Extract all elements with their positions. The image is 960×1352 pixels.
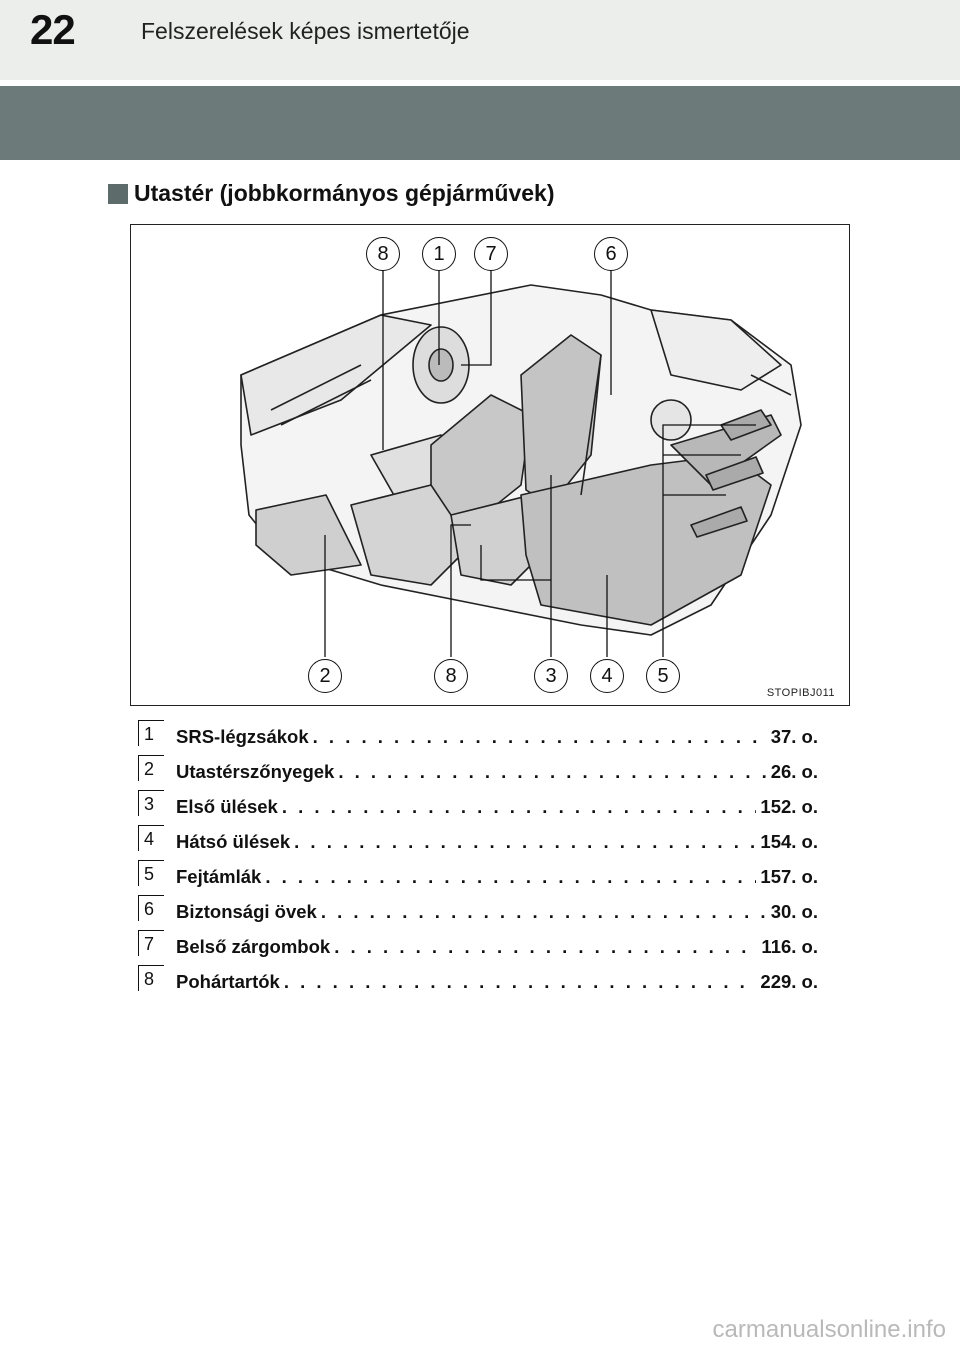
callout-8-bottom: 8 (434, 659, 468, 693)
callout-6: 6 (594, 237, 628, 271)
page-header: 22 Felszerelések képes ismertetője (0, 0, 960, 80)
item-label: Biztonsági övek (176, 901, 317, 922)
item-page-ref: 116. o. (761, 936, 818, 957)
item-label: Első ülések (176, 796, 278, 817)
callout-5: 5 (646, 659, 680, 693)
item-number: 7 (138, 930, 164, 956)
car-interior-drawing (240, 270, 802, 657)
item-page-ref: 229. o. (760, 971, 818, 992)
item-number: 8 (138, 965, 164, 991)
list-item: 4 Hátsó ülések 154. o. (138, 823, 818, 858)
item-page-ref: 26. o. (770, 761, 818, 782)
callout-1: 1 (422, 237, 456, 271)
list-item: 1 SRS-légzsákok 37. o. (138, 718, 818, 753)
header-band (0, 86, 960, 160)
item-page-ref: 157. o. (760, 866, 818, 887)
list-item: 3 Első ülések 152. o. (138, 788, 818, 823)
item-page-ref: 154. o. (760, 831, 818, 852)
list-item: 7 Belső zárgombok 116. o. (138, 928, 818, 963)
item-page-ref: 152. o. (760, 796, 818, 817)
interior-illustration: 8 1 7 6 2 8 3 4 5 STOPIBJ011 (130, 224, 850, 706)
item-label: Utastérszőnyegek (176, 761, 335, 782)
watermark: carmanualsonline.info (712, 1316, 946, 1343)
item-number: 6 (138, 895, 164, 921)
item-number: 4 (138, 825, 164, 851)
callout-8-top: 8 (366, 237, 400, 271)
header-title: Felszerelések képes ismertetője (141, 18, 470, 44)
callout-2: 2 (308, 659, 342, 693)
item-number: 1 (138, 720, 164, 746)
section-marker-icon (108, 183, 128, 204)
list-item: 6 Biztonsági övek 30. o. (138, 893, 818, 928)
page-number: 22 (30, 6, 76, 53)
callout-7: 7 (474, 237, 508, 271)
list-item: 5 Fejtámlák 157. o. (138, 858, 818, 893)
item-label: Fejtámlák (176, 866, 262, 887)
list-item: 8 Pohártartók 229. o. (138, 963, 818, 998)
list-item: 2 Utastérszőnyegek 26. o. (138, 753, 818, 788)
figure-code: STOPIBJ011 (766, 687, 835, 699)
item-label: Pohártartók (176, 971, 280, 992)
section-heading: Utastér (jobbkormányos gépjárművek) (108, 180, 555, 207)
item-page-ref: 37. o. (770, 726, 818, 747)
item-label: Belső zárgombok (176, 936, 331, 957)
item-label: Hátsó ülések (176, 831, 291, 852)
item-page-ref: 30. o. (770, 901, 818, 922)
item-list: 1 SRS-légzsákok 37. o. 2 Utastérszőnyegek… (138, 718, 818, 998)
item-number: 3 (138, 790, 164, 816)
section-title: Utastér (jobbkormányos gépjárművek) (134, 180, 555, 206)
item-number: 2 (138, 755, 164, 781)
callout-3: 3 (534, 659, 568, 693)
callout-4: 4 (590, 659, 624, 693)
item-label: SRS-légzsákok (176, 726, 309, 747)
item-number: 5 (138, 860, 164, 886)
